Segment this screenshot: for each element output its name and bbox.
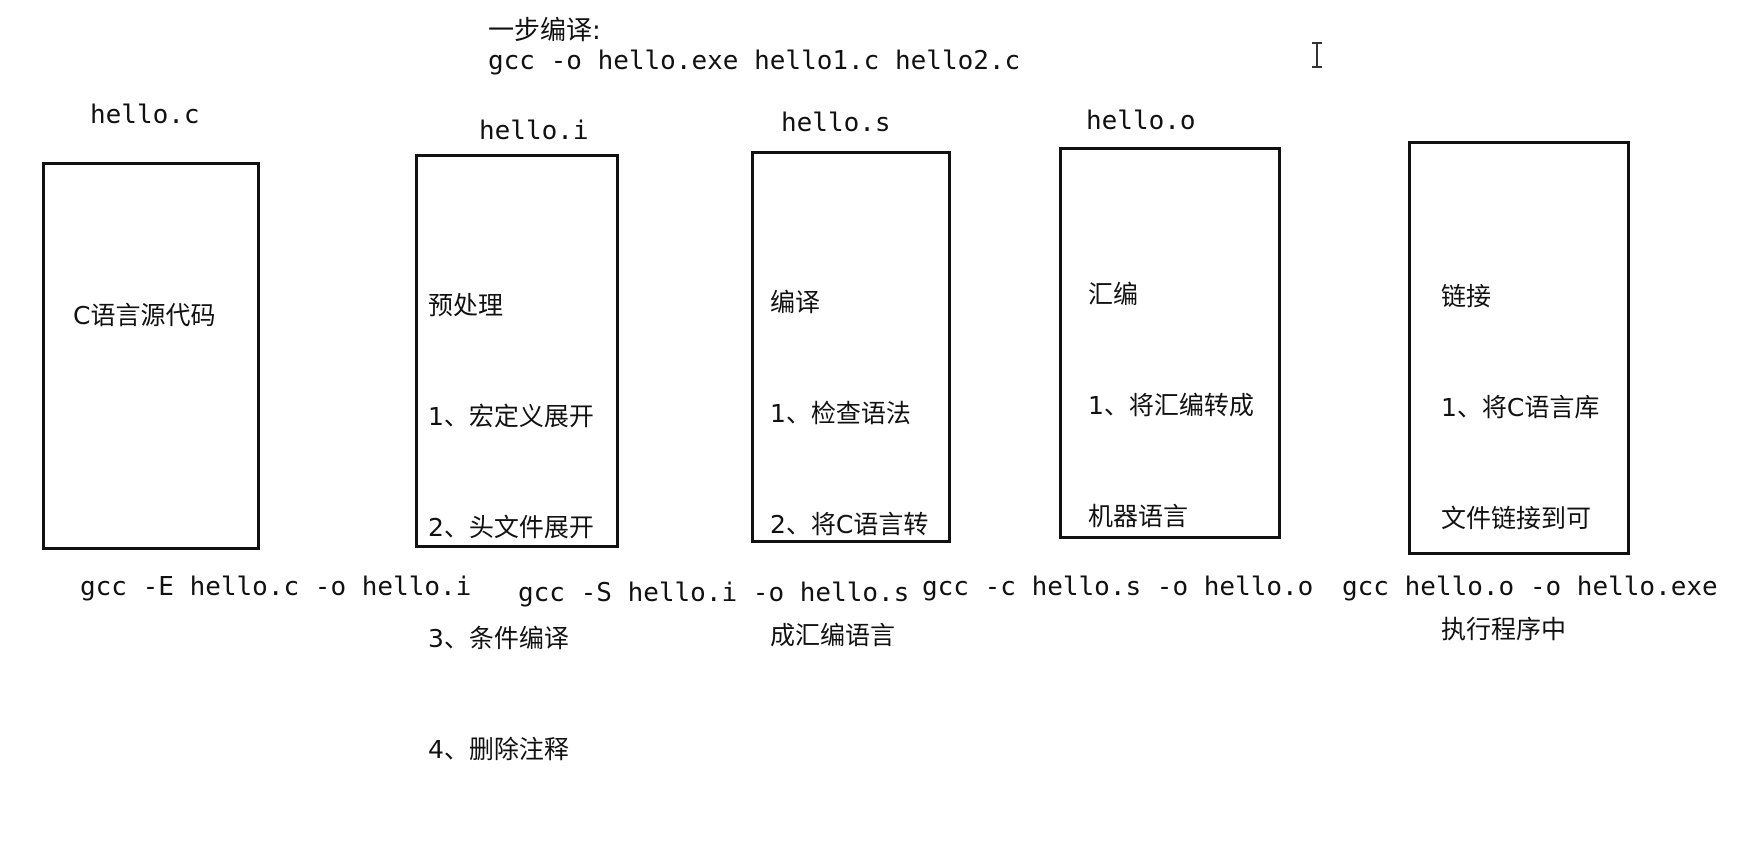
command-link: gcc hello.o -o hello.exe: [1342, 572, 1718, 602]
stage-box-assemble: 汇编 1、将汇编转成 机器语言: [1059, 147, 1281, 539]
stage-line: 执行程序中: [1441, 615, 1567, 644]
stage-text-preprocess: 预处理 1、宏定义展开 2、头文件展开 3、条件编译 4、删除注释: [428, 213, 594, 842]
stage-line: 1、将C语言库: [1441, 393, 1600, 422]
stage-text-link: 链接 1、将C语言库 文件链接到可 执行程序中: [1441, 204, 1599, 722]
stage-line: C语言源代码: [73, 301, 216, 330]
stage-box-preprocess: 预处理 1、宏定义展开 2、头文件展开 3、条件编译 4、删除注释: [415, 154, 619, 764]
stage-line: 预处理: [428, 291, 504, 320]
stage-line: 文件链接到可: [1441, 504, 1592, 533]
stage-line: 1、宏定义展开: [428, 402, 594, 431]
stage-line: 2、头文件展开: [428, 513, 594, 542]
stage-text-source: C语言源代码: [73, 223, 215, 408]
file-label-hello-s: hello.s: [781, 108, 891, 138]
command-preprocess: gcc -E hello.c -o hello.i: [80, 572, 472, 602]
stage-line: 成汇编语言: [770, 621, 896, 650]
stage-line: 2、将C语言转: [770, 510, 929, 539]
stage-line: 汇编: [1088, 280, 1139, 309]
stage-line: 编译: [770, 288, 821, 317]
stage-line: 机器语言: [1088, 502, 1189, 531]
one-step-command: gcc -o hello.exe hello1.c hello2.c: [488, 46, 1021, 76]
stage-text-assemble: 汇编 1、将汇编转成 机器语言: [1088, 202, 1254, 609]
stage-line: 4、删除注释: [428, 735, 569, 764]
command-assemble: gcc -c hello.s -o hello.o: [922, 572, 1314, 602]
file-label-hello-o: hello.o: [1086, 106, 1196, 136]
stage-line: 1、将汇编转成: [1088, 391, 1254, 420]
one-step-title: 一步编译:: [488, 16, 601, 46]
stage-box-source: C语言源代码: [42, 162, 260, 550]
text-cursor-icon: [1311, 42, 1323, 68]
stage-line: 链接: [1441, 282, 1492, 311]
stage-text-compile: 编译 1、检查语法 2、将C语言转 成汇编语言: [770, 210, 928, 728]
stage-line: 1、检查语法: [770, 399, 911, 428]
stage-line: 3、条件编译: [428, 624, 569, 653]
file-label-hello-i: hello.i: [479, 116, 589, 146]
stage-box-compile: 编译 1、检查语法 2、将C语言转 成汇编语言: [751, 151, 951, 650]
stage-box-link: 链接 1、将C语言库 文件链接到可 执行程序中: [1408, 141, 1630, 644]
command-compile: gcc -S hello.i -o hello.s: [518, 578, 910, 608]
file-label-hello-c: hello.c: [90, 100, 200, 130]
